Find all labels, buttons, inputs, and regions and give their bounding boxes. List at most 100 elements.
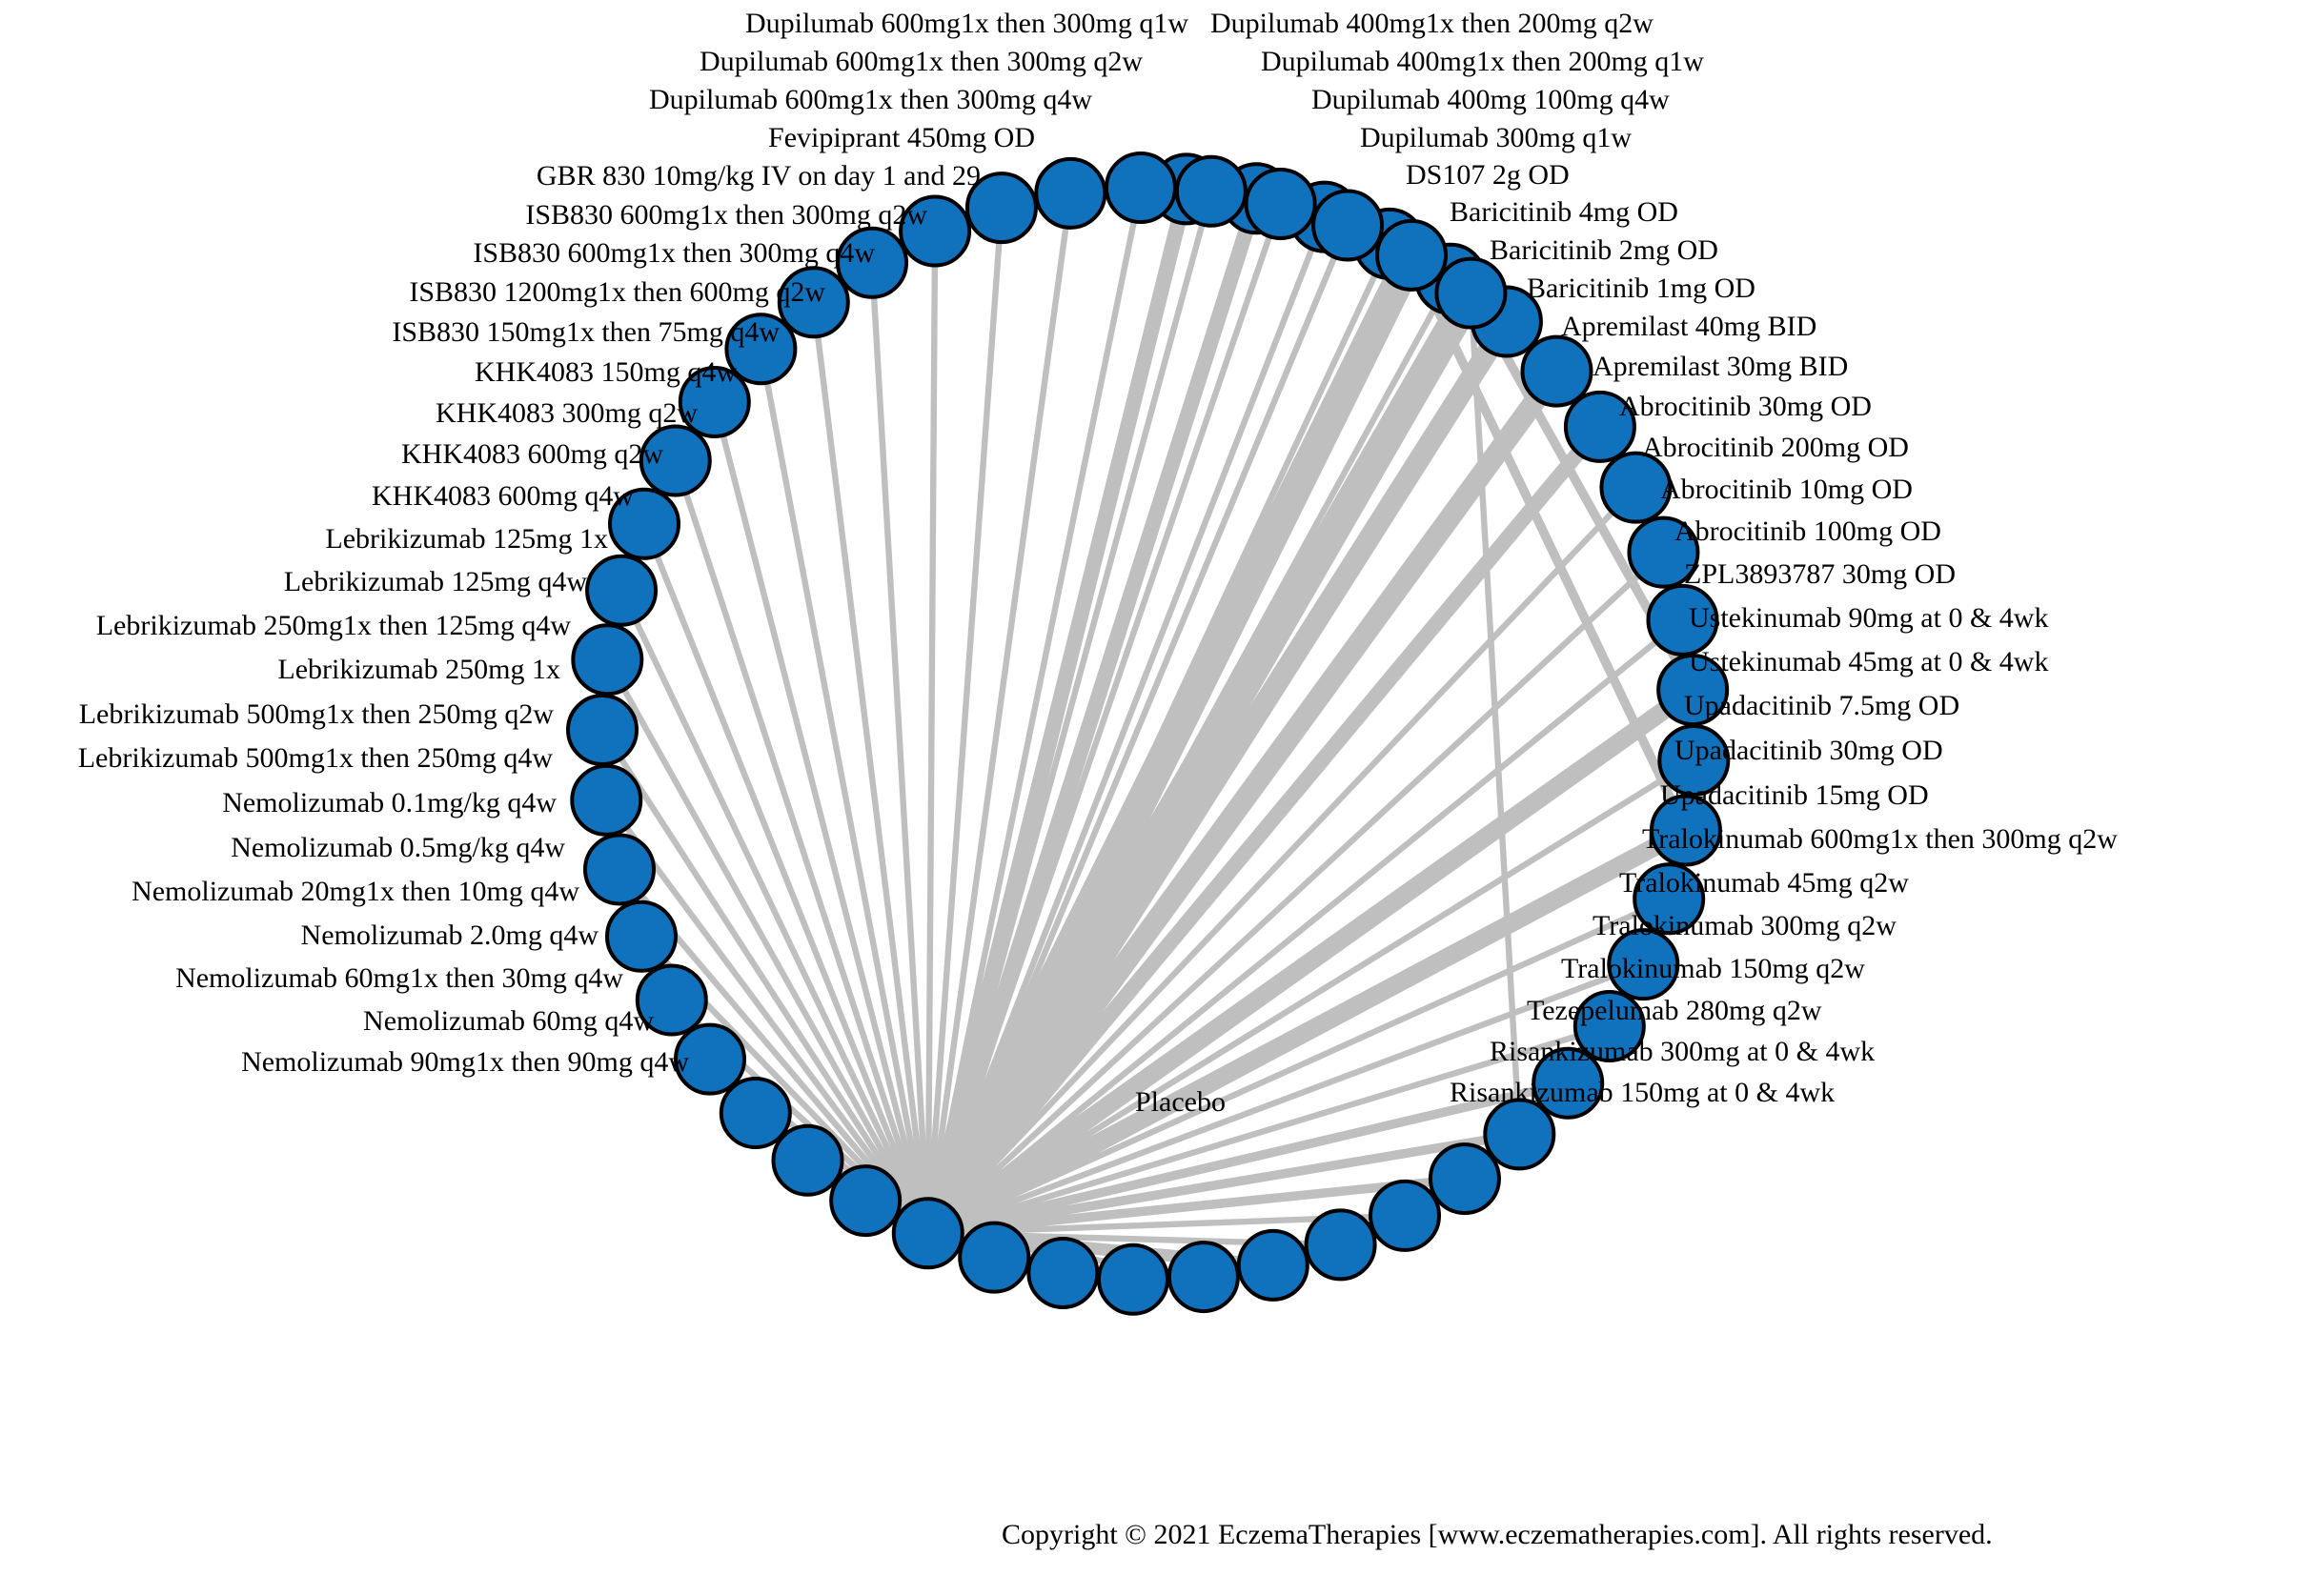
treatment-node[interactable]: Baricitinib 2mg OD: [1520, 334, 1593, 408]
edge-to-placebo: [921, 187, 1194, 1236]
treatment-node[interactable]: Tralokinumab 150mg q2w: [1167, 1241, 1240, 1314]
edge-to-placebo: [921, 195, 1264, 1236]
treatment-node[interactable]: ISB830 600mg1x then 300mg q4w: [1034, 156, 1107, 230]
treatment-node[interactable]: Risankizumab 300mg at 0 & 4wk: [1026, 1236, 1100, 1309]
treatment-node[interactable]: Tralokinumab 300mg q2w: [1236, 1228, 1309, 1302]
treatment-node[interactable]: Dupilumab 600mg1x then 300mg q2w: [1375, 218, 1449, 292]
treatment-node[interactable]: Lebrikizumab 125mg q4w: [608, 487, 681, 560]
treatment-node[interactable]: Baricitinib 1mg OD: [1563, 390, 1636, 463]
treatment-node[interactable]: Ustekinumab 45mg at 0 & 4wk: [1572, 990, 1646, 1063]
edge-to-placebo: [925, 550, 1666, 1236]
edge-to-placebo: [619, 589, 931, 1235]
treatment-node[interactable]: Nemolizumab 20mg1x then 10mg q4w: [635, 963, 708, 1037]
treatment-node[interactable]: Apremilast 40mg BID: [1599, 451, 1673, 524]
edge-to-placebo: [919, 364, 1566, 1240]
treatment-node[interactable]: ISB830 600mg1x then 300mg q2w: [1104, 152, 1177, 225]
node-label: Fevipiprant 450mg OD: [768, 122, 1035, 153]
node-label: Tralokinumab 150mg q2w: [1561, 953, 1865, 984]
node-label: Baricitinib 4mg OD: [1450, 196, 1678, 228]
node-label: Dupilumab 600mg1x then 300mg q2w: [700, 46, 1143, 77]
treatment-node[interactable]: Ustekinumab 90mg at 0 & 4wk: [1607, 928, 1680, 1001]
node-label: Upadacitinib 15mg OD: [1660, 779, 1929, 811]
edge-direct-comparison: [1468, 293, 1523, 1135]
treatment-node[interactable]: Lebrikizumab 125mg 1x: [639, 424, 712, 497]
treatment-node[interactable]: Nemolizumab 90mg1x then 90mg q4w: [829, 1164, 903, 1238]
node-label: Risankizumab 150mg at 0 & 4wk: [1450, 1077, 1836, 1108]
treatment-node[interactable]: Upadacitinib 15mg OD: [1428, 1142, 1501, 1216]
node-label: Lebrikizumab 125mg q4w: [283, 566, 587, 597]
edge-to-placebo: [924, 215, 1328, 1235]
treatment-node[interactable]: Dupilumab 600mg1x then 300mg q1w: [1434, 256, 1508, 330]
treatment-node[interactable]: ZPL3893787 30mg OD: [1633, 862, 1706, 936]
treatment-node[interactable]: Fevipiprant 450mg OD: [1244, 168, 1317, 241]
node-label: Dupilumab 400mg1x then 200mg q1w: [1261, 46, 1704, 77]
edge-to-placebo: [925, 617, 1685, 1236]
treatment-node[interactable]: Nemolizumab 0.5mg/kg q4w: [604, 899, 678, 973]
treatment-node[interactable]: Risankizumab 150mg at 0 & 4wk: [958, 1221, 1031, 1294]
treatment-node[interactable]: Lebrikizumab 250mg1x then 125mg q4w: [585, 554, 659, 627]
treatment-node[interactable]: KHK4083 300mg q2w: [777, 266, 850, 339]
edge-direct-comparison: [1407, 253, 1691, 833]
node-label: Dupilumab 600mg1x then 300mg q1w: [745, 8, 1188, 39]
treatment-node[interactable]: ISB830 150mg1x then 75mg q4w: [899, 194, 972, 268]
treatment-node[interactable]: Tralokinumab 600mg1x then 300mg q2w: [1369, 1179, 1442, 1252]
node-label: DS107 2g OD: [1406, 159, 1570, 191]
treatment-node[interactable]: Lebrikizumab 500mg1x then 250mg q2w: [566, 693, 639, 766]
treatment-node[interactable]: Abrocitinib 100mg OD: [1649, 794, 1722, 867]
treatment-node[interactable]: Nemolizumab 60mg1x then 30mg q4w: [719, 1077, 792, 1150]
node-label: GBR 830 10mg/kg IV on day 1 and 29: [536, 160, 981, 192]
node-label: KHK4083 300mg q2w: [436, 397, 698, 429]
edge-to-placebo: [923, 821, 1691, 1242]
treatment-node[interactable]: KHK4083 600mg q4w: [678, 365, 751, 438]
treatment-node[interactable]: Dupilumab 600mg1x then 300mg q4w: [1311, 189, 1385, 262]
edge-to-placebo: [924, 192, 1074, 1234]
edge-to-placebo: [711, 401, 931, 1235]
edge-to-placebo: [641, 522, 931, 1235]
treatment-node[interactable]: Nemolizumab 2.0mg q4w: [673, 1022, 746, 1096]
node-label: KHK4083 600mg q2w: [401, 438, 663, 470]
node-label: Dupilumab 400mg1x then 200mg q2w: [1210, 8, 1654, 39]
node-label: Ustekinumab 90mg at 0 & 4wk: [1689, 602, 2049, 634]
edge-to-placebo: [924, 231, 939, 1234]
treatment-node[interactable]: KHK4083 600mg q2w: [724, 313, 798, 386]
treatment-node[interactable]: Nemolizumab 0.1mg/kg q4w: [583, 833, 657, 906]
treatment-node[interactable]: Lebrikizumab 500mg1x then 250mg q4w: [570, 763, 643, 837]
edge-to-placebo: [810, 301, 931, 1234]
treatment-node[interactable]: Abrocitinib 30mg OD: [1646, 583, 1719, 657]
node-label: Nemolizumab 2.0mg q4w: [300, 919, 599, 951]
node-label: Lebrikizumab 500mg1x then 250mg q2w: [78, 698, 554, 730]
treatment-node[interactable]: GBR 830 10mg/kg IV on day 1 and 29: [1174, 154, 1248, 228]
treatment-node[interactable]: Nemolizumab 60mg q4w: [771, 1123, 844, 1197]
treatment-node[interactable]: Upadacitinib 7.5mg OD: [1532, 1046, 1605, 1120]
node-label: KHK4083 150mg q4w: [475, 356, 737, 388]
node-label: Tralokinumab 45mg q2w: [1619, 867, 1909, 899]
node-label: Lebrikizumab 250mg1x then 125mg q4w: [95, 610, 571, 641]
node-label: Lebrikizumab 500mg1x then 250mg q4w: [77, 742, 553, 774]
treatment-node[interactable]: Placebo: [891, 1197, 964, 1270]
edge-to-placebo: [924, 207, 1005, 1234]
treatment-node[interactable]: Tralokinumab 45mg q2w: [1304, 1208, 1377, 1282]
treatment-node[interactable]: Apremilast 30mg BID: [1627, 515, 1700, 589]
node-label: Tralokinumab 600mg1x then 300mg q2w: [1642, 823, 2118, 855]
node-label: Nemolizumab 60mg1x then 30mg q4w: [175, 962, 623, 994]
node-label: Dupilumab 600mg1x then 300mg q4w: [649, 84, 1092, 115]
node-label: Nemolizumab 0.1mg/kg q4w: [222, 787, 557, 818]
treatment-node[interactable]: Lebrikizumab 250mg 1x: [571, 623, 644, 697]
node-label: Placebo: [1135, 1086, 1226, 1118]
node-label: Risankizumab 300mg at 0 & 4wk: [1490, 1036, 1876, 1067]
treatment-node[interactable]: Upadacitinib 30mg OD: [1483, 1098, 1556, 1171]
edge-to-placebo: [603, 798, 931, 1236]
treatment-node[interactable]: Abrocitinib 10mg OD: [1657, 723, 1731, 797]
edge-to-placebo: [672, 459, 931, 1235]
edge-to-placebo: [604, 657, 931, 1235]
edge-to-placebo: [927, 1174, 1466, 1239]
edge-to-placebo: [926, 961, 1645, 1237]
node-label: Nemolizumab 20mg1x then 10mg q4w: [132, 876, 579, 907]
node-label: Tezepelumab 280mg q2w: [1527, 995, 1822, 1026]
treatment-node[interactable]: ISB830 1200mg1x then 600mg q2w: [964, 172, 1038, 245]
node-label: Baricitinib 1mg OD: [1527, 273, 1755, 304]
edge-to-placebo: [599, 728, 931, 1236]
treatment-node[interactable]: KHK4083 150mg q4w: [836, 226, 909, 299]
treatment-node[interactable]: Tezepelumab 280mg q2w: [1097, 1242, 1170, 1316]
edge-to-placebo: [914, 285, 1485, 1242]
